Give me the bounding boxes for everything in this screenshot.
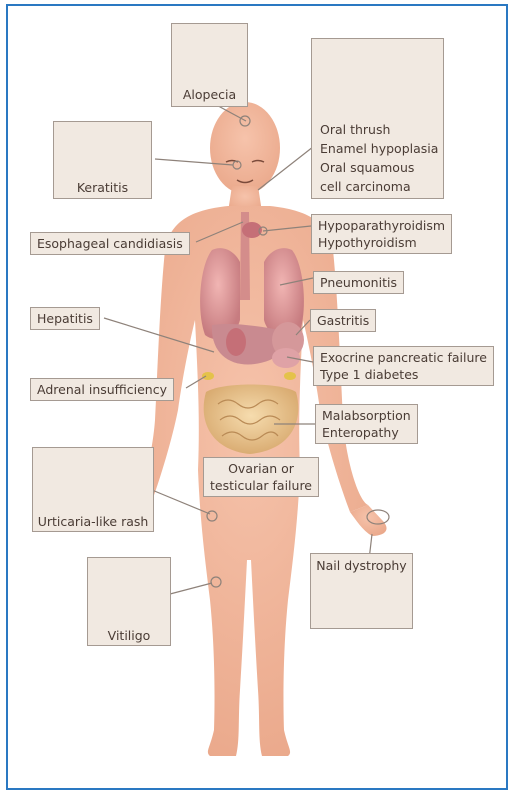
- oral-label-1: Oral thrush: [320, 122, 443, 138]
- gastritis-label: Gastritis: [310, 309, 376, 332]
- oral-label-3: Oral squamous: [320, 160, 443, 176]
- alopecia-label: Alopecia: [172, 87, 247, 103]
- urticaria-label: Urticaria-like rash: [33, 514, 153, 530]
- oral-label-2: Enamel hypoplasia: [320, 141, 443, 157]
- pancreas-label: Exocrine pancreatic failure Type 1 diabe…: [313, 346, 494, 386]
- oral-box: Oral thrush Enamel hypoplasia Oral squam…: [311, 38, 444, 199]
- pneumonitis-label: Pneumonitis: [313, 271, 404, 294]
- adrenal-label: Adrenal insufficiency: [30, 378, 174, 401]
- malabsorption-label: Malabsorption Enteropathy: [315, 404, 418, 444]
- vitiligo-label: Vitiligo: [88, 628, 170, 644]
- oral-label-4: cell carcinoma: [320, 179, 443, 195]
- keratitis-label: Keratitis: [54, 180, 151, 196]
- keratitis-box: Keratitis: [53, 121, 152, 199]
- esophageal-label: Esophageal candidiasis: [30, 232, 190, 255]
- alopecia-box: Alopecia: [171, 23, 248, 107]
- hepatitis-label: Hepatitis: [30, 307, 100, 330]
- vitiligo-box: Vitiligo: [87, 557, 171, 646]
- nail-box: Nail dystrophy: [310, 553, 413, 629]
- ovarian-label: Ovarian or testicular failure: [203, 457, 319, 497]
- thyroid-label: Hypoparathyroidism Hypothyroidism: [311, 214, 452, 254]
- nail-label: Nail dystrophy: [311, 558, 412, 574]
- urticaria-box: Urticaria-like rash: [32, 447, 154, 532]
